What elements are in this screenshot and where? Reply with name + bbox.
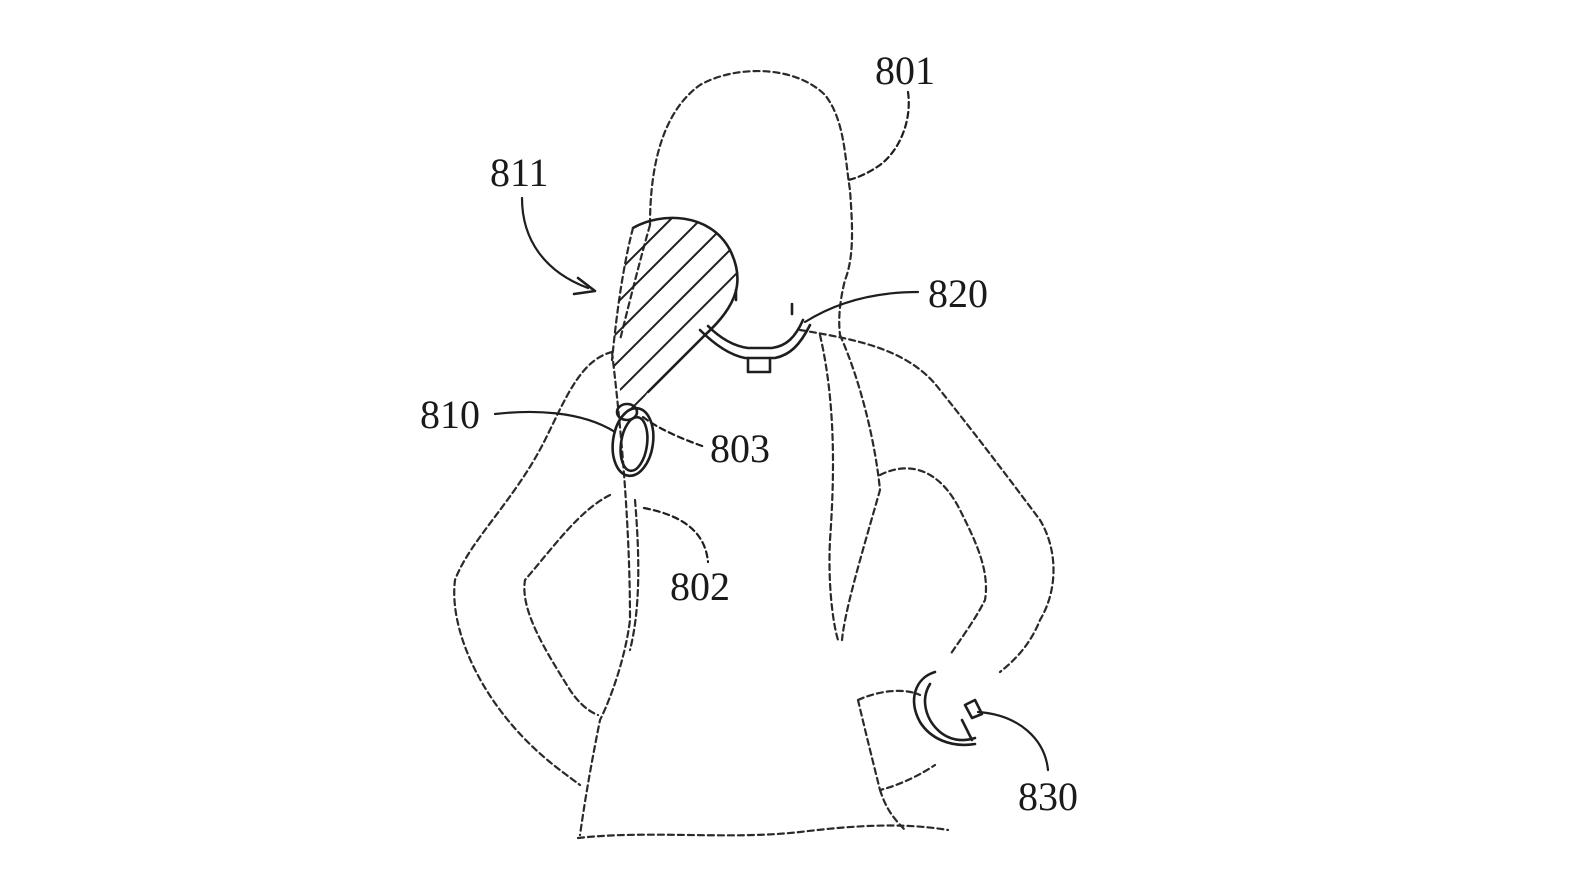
head-region-outline <box>631 216 739 394</box>
leader-830 <box>976 710 1050 772</box>
right-side-outline <box>818 333 840 642</box>
label-803: 803 <box>710 426 770 471</box>
label-830: 830 <box>1018 774 1078 819</box>
necklace-band <box>698 323 812 360</box>
label-801: 801 <box>875 48 935 93</box>
label-802: 802 <box>670 564 730 609</box>
wrist-clasp <box>963 698 984 720</box>
wrist-band-outer <box>912 670 977 747</box>
head-outline <box>648 70 854 337</box>
leader-801 <box>846 90 910 182</box>
label-820: 820 <box>928 271 988 316</box>
right-hip-outline <box>878 788 907 832</box>
reference-labels: 801 811 820 810 803 802 830 <box>420 48 1078 819</box>
leader-803 <box>641 415 707 449</box>
leader-810 <box>493 410 617 434</box>
right-hand-outline <box>856 689 937 792</box>
wrist-device <box>912 670 984 747</box>
leader-811 <box>520 196 590 290</box>
necklace-inner <box>706 318 805 350</box>
leader-820 <box>803 290 920 324</box>
left-torso-inner <box>628 498 640 652</box>
right-shoulder-outline <box>798 328 1055 674</box>
label-811: 811 <box>490 150 549 195</box>
label-810: 810 <box>420 392 480 437</box>
wrist-clasp-link <box>960 718 974 742</box>
leader-lines <box>493 90 1050 772</box>
arrowhead-811 <box>572 276 597 296</box>
right-arm-inner <box>878 467 988 657</box>
neck-outline <box>618 223 652 342</box>
necklace-device <box>698 288 812 374</box>
left-forearm-outline <box>523 493 612 717</box>
waist-outline <box>576 824 950 840</box>
necklace-pendant <box>746 356 772 374</box>
head-region-left-edge <box>610 226 635 362</box>
wrist-band-inner <box>923 682 977 742</box>
right-torso-outline <box>838 333 882 642</box>
leader-802 <box>642 506 710 564</box>
left-torso-outline <box>578 350 632 837</box>
pendant-device <box>611 402 655 478</box>
person-outline <box>453 70 1055 840</box>
